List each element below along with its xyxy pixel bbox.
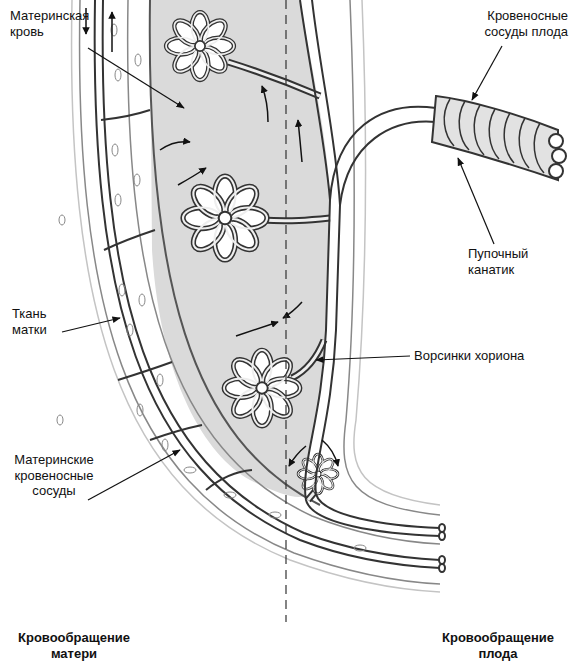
- villus-stems-part: [228, 62, 330, 500]
- part-label: Кровеносные сосуды плода: [446, 8, 568, 39]
- tissue-cells-part: [115, 69, 121, 81]
- umbilical-cord: [432, 96, 566, 180]
- maternal-vessels-part: [118, 362, 172, 380]
- tissue-cells-part: [162, 439, 168, 451]
- leader-lines-part: [88, 450, 180, 500]
- chorionic-villi-part: [166, 12, 234, 80]
- tissue-cells-part: [139, 294, 145, 306]
- umbilical-cord-part-part: [474, 105, 484, 155]
- maternal-vessels-part: [150, 425, 202, 440]
- tissue-cells-part: [137, 404, 143, 416]
- uterine-wall: [72, 0, 440, 592]
- flow-arrows-part: [322, 440, 338, 466]
- tissue-cells-part: [354, 545, 366, 551]
- leader-lines-part: [88, 48, 184, 108]
- uterine-wall-part: [128, 0, 440, 544]
- villus-stems-part: [228, 62, 330, 500]
- umbilical-cord-part: [432, 96, 558, 180]
- fetal-vessels-part: [439, 532, 445, 540]
- villus-stems-part-part: [228, 62, 320, 96]
- maternal-vessels-part: [439, 556, 445, 564]
- umbilical-cord-part: [549, 164, 563, 178]
- tissue-cells-part: [135, 54, 141, 66]
- tissue-cells: [57, 24, 366, 551]
- maternal-vessels-part: [103, 0, 440, 560]
- flow-arrows-part: [178, 168, 206, 185]
- umbilical-cord-part: [552, 149, 566, 163]
- leader-lines: [62, 46, 502, 500]
- villus-stems-part-part: [262, 218, 330, 221]
- leader-lines-part: [316, 356, 410, 360]
- flow-arrows-part: [298, 120, 302, 162]
- section-caption: Кровообращение матери: [4, 630, 144, 661]
- part-label: Материнские кровеносные сосуды: [8, 452, 100, 499]
- maternal-vessels: [95, 0, 445, 572]
- tissue-cells-part: [57, 415, 63, 425]
- leader-lines-part: [472, 46, 502, 100]
- tissue-cells-part: [184, 467, 196, 473]
- tissue-cells-part: [157, 374, 163, 386]
- uterine-wall-part: [72, 0, 440, 592]
- umbilical-cord-part-part: [489, 109, 499, 159]
- maternal-vessels-part: [206, 470, 252, 490]
- maternal-vessels-part: [101, 110, 150, 120]
- umbilical-cord-part-part: [534, 123, 544, 173]
- umbilical-cord-part: [549, 134, 563, 148]
- chorionic-villi-part: [183, 176, 267, 260]
- part-label: Ворсинки хориона: [414, 348, 564, 364]
- villus-stems-part-part: [262, 218, 330, 221]
- fetal-vessels-part: [315, 122, 440, 528]
- flow-arrows-part: [262, 86, 268, 122]
- tissue-cells-part: [269, 512, 281, 518]
- part-label: Материнская кровь: [10, 8, 106, 39]
- tissue-cells-part: [115, 194, 121, 206]
- fetal-vessels-part: [305, 107, 440, 536]
- umbilical-cord-part-part: [459, 101, 469, 150]
- villus-stems: [228, 62, 330, 500]
- chorionic-membrane-part: [354, 0, 440, 505]
- fetal-vessels: [300, 0, 445, 540]
- part-label: Пупочный канатик: [468, 246, 550, 277]
- flow-arrows-part: [289, 446, 306, 466]
- uterine-wall-part: [150, 0, 320, 505]
- flow-arrows: [86, 8, 338, 466]
- chorionic-membrane-part: [344, 0, 440, 515]
- fetal-vessels-part: [312, 0, 340, 205]
- leader-lines-part: [62, 318, 120, 332]
- villus-stems-part-part: [292, 340, 324, 378]
- villus-stems-part-part: [228, 62, 320, 96]
- part-label: Ткань матки: [12, 306, 68, 337]
- chorionic-membrane: [344, 0, 440, 515]
- umbilical-cord-part-part: [444, 99, 454, 146]
- circulation-divider: [285, 0, 286, 622]
- uterine-wall-part: [80, 0, 440, 584]
- chorionic-villi-part: [224, 350, 300, 426]
- maternal-vessels-part: [104, 230, 155, 250]
- tissue-cells-part: [112, 144, 118, 156]
- tissue-cells-part: [134, 174, 140, 186]
- chorionic-villi: [166, 12, 338, 494]
- tissue-cells-part: [119, 284, 125, 296]
- umbilical-cord-part-part: [504, 113, 514, 163]
- tissue-cells-part: [127, 324, 133, 336]
- section-caption: Кровообращение плода: [428, 630, 568, 661]
- villus-stems-part-part: [292, 340, 324, 378]
- flow-arrows-part: [236, 322, 278, 336]
- tissue-cells-part: [59, 215, 65, 225]
- tissue-cells-part: [224, 492, 236, 498]
- umbilical-cord-part-part: [519, 118, 529, 168]
- fetal-vessels-part: [439, 524, 445, 532]
- maternal-vessels-part: [439, 564, 445, 572]
- flow-arrows-part: [160, 142, 190, 150]
- flow-arrows-part: [111, 12, 113, 52]
- leader-lines-part: [458, 158, 494, 244]
